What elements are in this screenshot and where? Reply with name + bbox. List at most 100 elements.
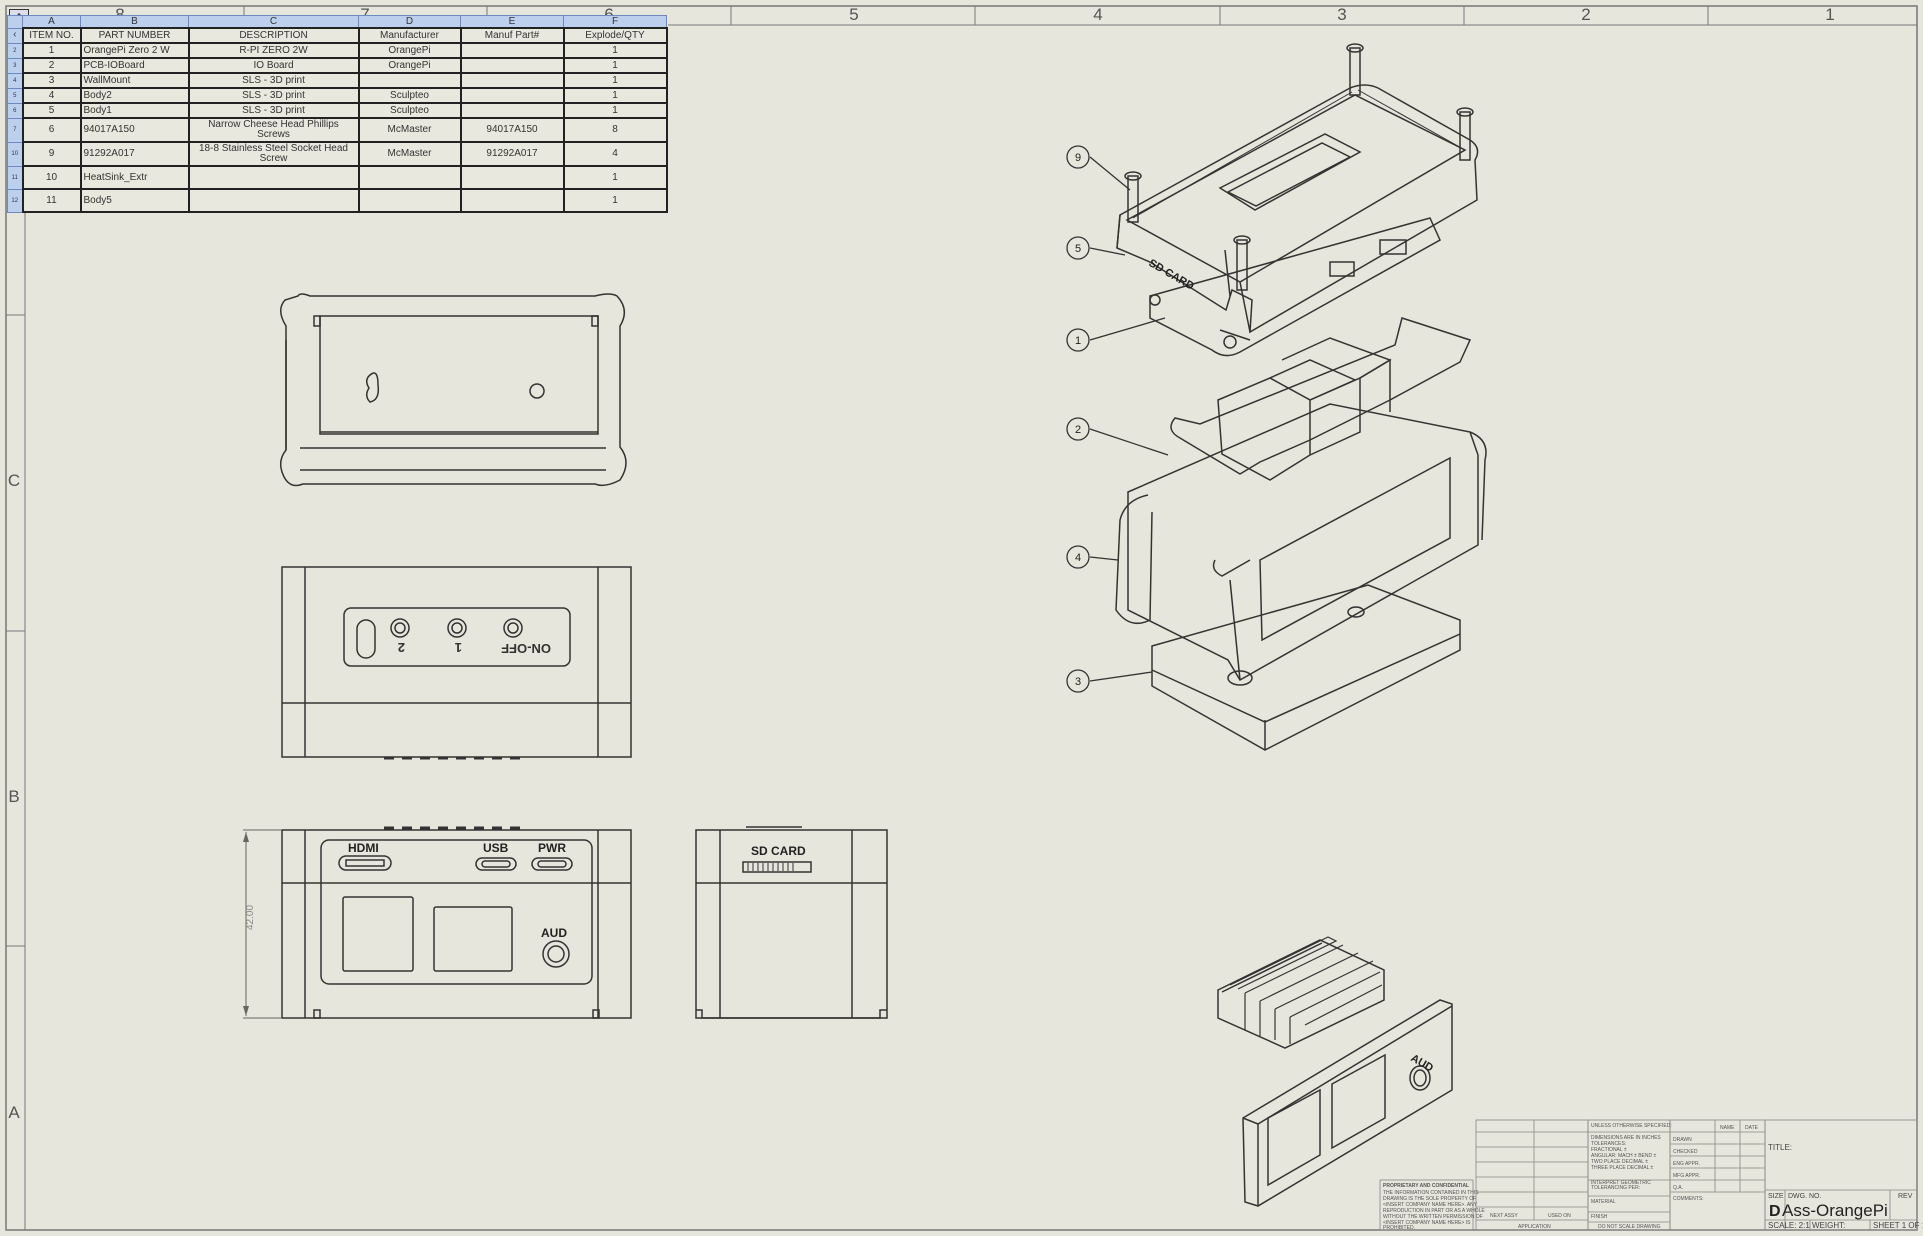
bom-table[interactable]: A B C D E F ‹ ITEM NO. PART NUMBER DESCR… [7, 15, 668, 213]
sd-card-label: SD CARD [751, 844, 806, 858]
weight-label: WEIGHT: [1812, 1221, 1845, 1230]
balloon-5[interactable]: 5 [1066, 236, 1090, 260]
top-view-drawing[interactable] [279, 293, 627, 487]
row-number[interactable]: 2 [7, 42, 23, 59]
bom-header-mfr: Manufacturer [357, 27, 462, 44]
exploded-isometric-view[interactable] [1115, 43, 1487, 1207]
svg-text:TOLERANCING PER:: TOLERANCING PER: [1591, 1185, 1640, 1191]
svg-text:CHECKED: CHECKED [1673, 1149, 1698, 1155]
svg-text:MATERIAL: MATERIAL [1591, 1199, 1616, 1205]
bom-col-b[interactable]: B [80, 15, 189, 29]
item-no: 2 [21, 57, 82, 74]
title-block[interactable] [1379, 1119, 1918, 1231]
bom-col-a[interactable]: A [22, 15, 81, 29]
qty: 8 [562, 117, 668, 143]
front-view-drawing[interactable] [243, 826, 632, 1019]
title-block-text: PROPRIETARY AND CONFIDENTIAL THE INFORMA… [1383, 1123, 1759, 1231]
manufacturer: OrangePi [357, 57, 462, 74]
part-number: HeatSink_Extr [79, 165, 190, 190]
svg-text:TWO PLACE DECIMAL ±: TWO PLACE DECIMAL ± [1591, 1159, 1648, 1165]
row-number[interactable]: 3 [7, 57, 23, 74]
bom-col-d[interactable]: D [358, 15, 461, 29]
qty: 1 [562, 72, 668, 89]
bom-col-c[interactable]: C [188, 15, 359, 29]
row-number[interactable]: 11 [7, 165, 23, 190]
row-number[interactable]: 12 [7, 188, 23, 213]
table-row[interactable]: 10 9 91292A017 18-8 Stainless Steel Sock… [7, 141, 668, 167]
row-number[interactable]: 6 [7, 102, 23, 119]
manufacturer: McMaster [357, 117, 462, 143]
table-row[interactable]: 12 11 Body5 1 [7, 188, 668, 213]
table-row[interactable]: 5 4 Body2 SLS - 3D print Sculpteo 1 [7, 87, 668, 104]
qty: 1 [562, 42, 668, 59]
dwg-no-label: DWG. NO. [1788, 1193, 1821, 1200]
side-view-drawing[interactable] [695, 826, 888, 1019]
description [187, 188, 360, 213]
scale-label: SCALE: 2:1 [1768, 1221, 1810, 1230]
bom-row-header[interactable]: ‹ [7, 27, 23, 44]
usb-label: USB [483, 841, 509, 855]
part-number: 91292A017 [79, 141, 190, 167]
balloon-1[interactable]: 1 [1066, 328, 1090, 352]
top-panel-view[interactable] [281, 566, 632, 760]
svg-text:THREE PLACE DECIMAL ±: THREE PLACE DECIMAL ± [1591, 1165, 1654, 1171]
bom-header-item: ITEM NO. [21, 27, 82, 44]
balloon-3[interactable]: 3 [1066, 669, 1090, 693]
manuf-part [459, 42, 565, 59]
balloon-9[interactable]: 9 [1066, 145, 1090, 169]
balloon-2[interactable]: 2 [1066, 417, 1090, 441]
row-number[interactable]: 7 [7, 117, 23, 143]
qty: 1 [562, 188, 668, 213]
part-number: WallMount [79, 72, 190, 89]
svg-text:FRACTIONAL ±: FRACTIONAL ± [1591, 1147, 1627, 1153]
svg-text:FINISH: FINISH [1591, 1214, 1608, 1220]
manufacturer: Sculpteo [357, 87, 462, 104]
bom-col-e[interactable]: E [460, 15, 564, 29]
table-row[interactable]: 11 10 HeatSink_Extr 1 [7, 165, 668, 190]
manufacturer [357, 72, 462, 89]
zone-row-a: A [8, 1103, 20, 1122]
zone-row-c: C [8, 471, 20, 490]
bom-col-f[interactable]: F [563, 15, 667, 29]
table-row[interactable]: 3 2 PCB-IOBoard IO Board OrangePi 1 [7, 57, 668, 74]
title-block-main: TITLE: SIZE D DWG. NO. Ass-OrangePi REV … [1768, 1143, 1923, 1230]
chevron-left-icon[interactable]: ‹ [13, 29, 17, 40]
part-number: Body2 [79, 87, 190, 104]
table-row[interactable]: 6 5 Body1 SLS - 3D print Sculpteo 1 [7, 102, 668, 119]
svg-text:TOLERANCES:: TOLERANCES: [1591, 1141, 1626, 1147]
balloon-4[interactable]: 4 [1066, 545, 1090, 569]
iso-labels: SD CARD AUD [1147, 257, 1436, 1074]
svg-text:<INSERT COMPANY NAME HERE> IS: <INSERT COMPANY NAME HERE> IS [1383, 1220, 1471, 1226]
hdmi-label: HDMI [348, 841, 379, 855]
size-label: SIZE [1768, 1193, 1784, 1200]
part-number: 94017A150 [79, 117, 190, 143]
item-no: 11 [21, 188, 82, 213]
svg-text:DRAWN: DRAWN [1673, 1137, 1692, 1143]
item-no: 1 [21, 42, 82, 59]
svg-text:NAME: NAME [1720, 1125, 1735, 1131]
manufacturer: Sculpteo [357, 102, 462, 119]
svg-text:3: 3 [1075, 676, 1081, 688]
description: SLS - 3D print [187, 87, 360, 104]
svg-text:DIMENSIONS ARE IN INCHES: DIMENSIONS ARE IN INCHES [1591, 1135, 1661, 1141]
manuf-part [459, 72, 565, 89]
zone-col-2: 2 [1581, 5, 1590, 24]
description: SLS - 3D print [187, 102, 360, 119]
row-number[interactable]: 5 [7, 87, 23, 104]
item-no: 9 [21, 141, 82, 167]
svg-text:PROHIBITED.: PROHIBITED. [1383, 1225, 1415, 1231]
manufacturer: OrangePi [357, 42, 462, 59]
svg-text:2: 2 [1075, 424, 1081, 436]
zone-col-6: 6 [604, 5, 613, 24]
svg-text:USED ON: USED ON [1548, 1213, 1571, 1219]
button-2-label: 2 [398, 640, 405, 655]
row-number[interactable]: 10 [7, 141, 23, 167]
table-row[interactable]: 2 1 OrangePi Zero 2 W R-PI ZERO 2W Orang… [7, 42, 668, 59]
front-view-labels: HDMI USB PWR AUD [348, 841, 567, 940]
row-number[interactable]: 4 [7, 72, 23, 89]
table-row[interactable]: 4 3 WallMount SLS - 3D print 1 [7, 72, 668, 89]
description: R-PI ZERO 2W [187, 42, 360, 59]
dwg-number: Ass-OrangePi [1782, 1201, 1888, 1220]
table-row[interactable]: 7 6 94017A150 Narrow Cheese Head Phillip… [7, 117, 668, 143]
